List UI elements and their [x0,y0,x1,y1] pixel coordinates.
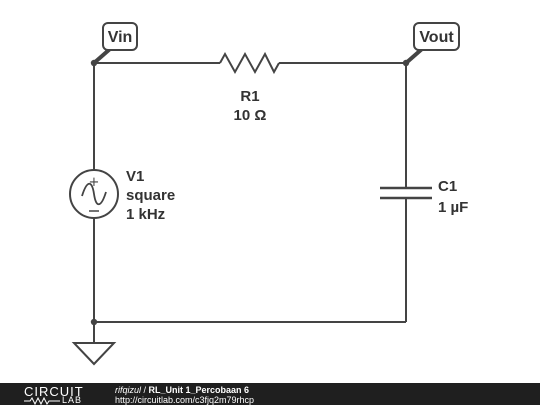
junction-dot-ground [90,318,98,326]
resistor-r1[interactable] [219,51,280,75]
capacitor-value: 1 µF [438,199,468,216]
net-flag-box [413,22,460,51]
circuit-schematic: R1 10 Ω C1 1 µF + V1 square 1 kHz Vin Vo… [69,22,468,366]
footer-user[interactable]: rifqizul [115,385,142,395]
footer-circuit-title[interactable]: RL_Unit 1_Percobaan 6 [148,385,250,395]
footer-info: rifqizul / RL_Unit 1_Percobaan 6 http://… [115,385,254,405]
resistor-value: 10 Ω [234,107,267,124]
net-flag-pointer [92,47,112,65]
net-label-vin[interactable]: Vin [92,22,138,65]
source-type: square [126,187,175,204]
net-label-vout-text: Vout [419,29,454,46]
ground-icon [71,342,117,366]
logo-wordmark-top: CIRCUIT [24,384,84,399]
footer-bar: CIRCUIT LAB rifqizul / RL_Unit 1_Percoba… [0,383,540,405]
resistor-name: R1 [240,88,259,105]
voltage-source-v1[interactable]: + [69,169,119,219]
net-label-vout[interactable]: Vout [404,22,460,65]
net-label-vin-text: Vin [108,29,133,46]
circuitlab-logo[interactable]: CIRCUIT LAB [24,385,94,405]
logo-wordmark-bottom: LAB [62,395,83,405]
source-name: V1 [126,168,144,185]
footer-separator: / [141,385,149,395]
source-frequency: 1 kHz [126,206,165,223]
net-flag-pointer [404,47,424,65]
capacitor-name: C1 [438,178,457,195]
logo-resistor-icon [24,397,60,405]
net-flag-box [102,22,138,51]
wires [93,62,407,343]
footer-url[interactable]: http://circuitlab.com/c3fjq2m79rhcp [115,395,255,405]
sine-wave-icon [81,182,107,206]
footer-title-line: rifqizul / RL_Unit 1_Percobaan 6 [115,385,254,395]
capacitor-c1[interactable] [380,186,432,200]
plus-icon: + [89,175,100,190]
